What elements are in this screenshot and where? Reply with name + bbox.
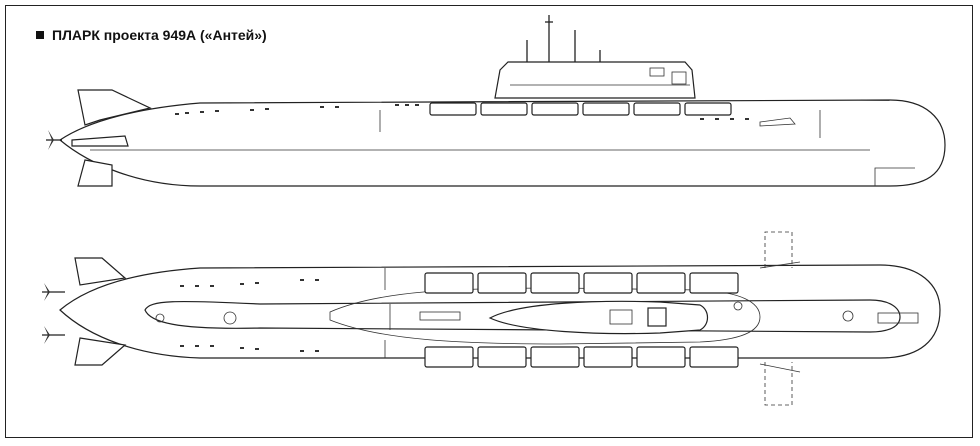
plan-missile-hatches-lower <box>424 346 739 368</box>
plan-bow-window <box>877 312 919 324</box>
sail-window <box>649 67 665 77</box>
stern-plane <box>71 135 129 147</box>
side-hull-outline <box>58 99 946 187</box>
stern-bollard <box>155 313 165 323</box>
plan-fin-lower <box>74 337 127 366</box>
plan-view <box>42 231 941 406</box>
side-propeller-icon <box>46 130 62 150</box>
bow-hatch <box>759 117 796 127</box>
upper-rudder <box>77 89 152 126</box>
bow-plane-upper <box>764 231 793 268</box>
periscope-masts <box>526 15 601 62</box>
title-text: ПЛАРК проекта 949А («Антей») <box>52 27 267 43</box>
side-vent-holes <box>175 104 749 120</box>
bow-plane-lower-solid <box>759 363 801 373</box>
plan-sail-detail-1 <box>609 309 633 325</box>
plan-propeller-upper-icon <box>42 283 65 301</box>
bow-plane-lower <box>764 362 793 406</box>
sail <box>494 61 696 99</box>
plan-fin-upper <box>74 257 127 286</box>
bow-plane-upper-solid <box>759 261 801 269</box>
plan-vent-holes <box>180 279 319 352</box>
drawing-title: ПЛАРК проекта 949А («Антей») <box>36 27 267 43</box>
side-profile-view <box>46 15 946 187</box>
plan-sail-detail-2 <box>647 307 667 327</box>
sonar-dome <box>874 167 915 186</box>
stern-capstan <box>223 311 237 325</box>
lower-rudder <box>77 159 113 187</box>
plan-propeller-lower-icon <box>42 326 65 344</box>
sail-hatch <box>671 71 687 85</box>
deck-hatch <box>733 301 743 311</box>
plan-missile-hatches-upper <box>424 272 739 294</box>
side-missile-hatches <box>429 102 732 116</box>
title-bullet-icon <box>36 31 44 39</box>
bow-capstan <box>842 310 854 322</box>
plan-slot <box>419 311 461 321</box>
